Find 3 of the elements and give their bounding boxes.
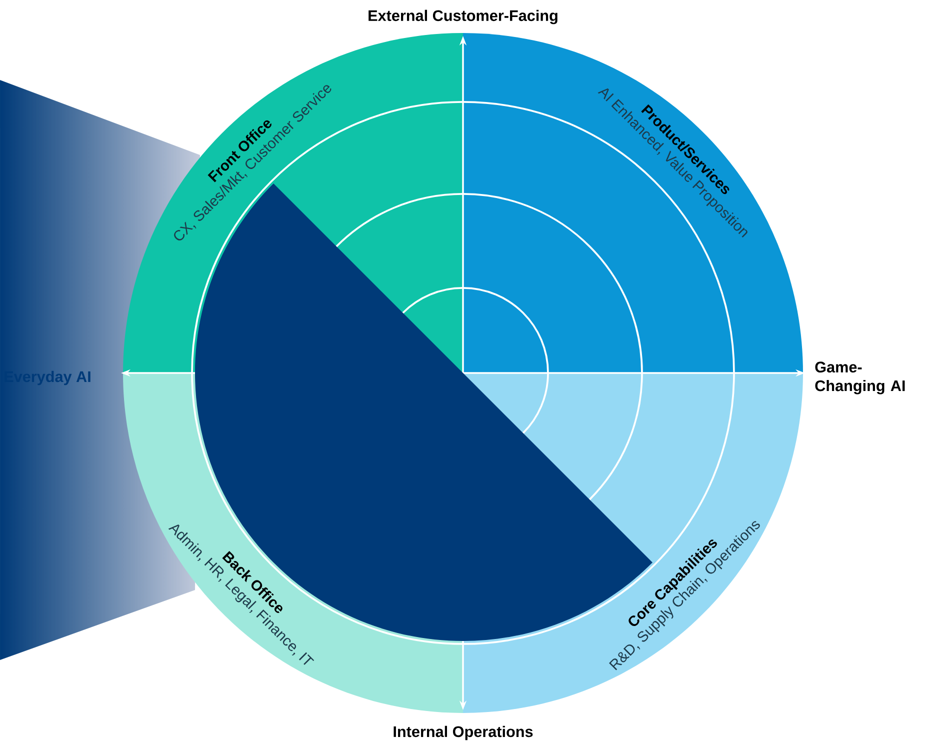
axis-label: External Customer-Facing: [368, 10, 558, 24]
axis-label: Internal Operations: [394, 726, 533, 740]
axis-label: Game-Changing AI: [815, 362, 905, 394]
